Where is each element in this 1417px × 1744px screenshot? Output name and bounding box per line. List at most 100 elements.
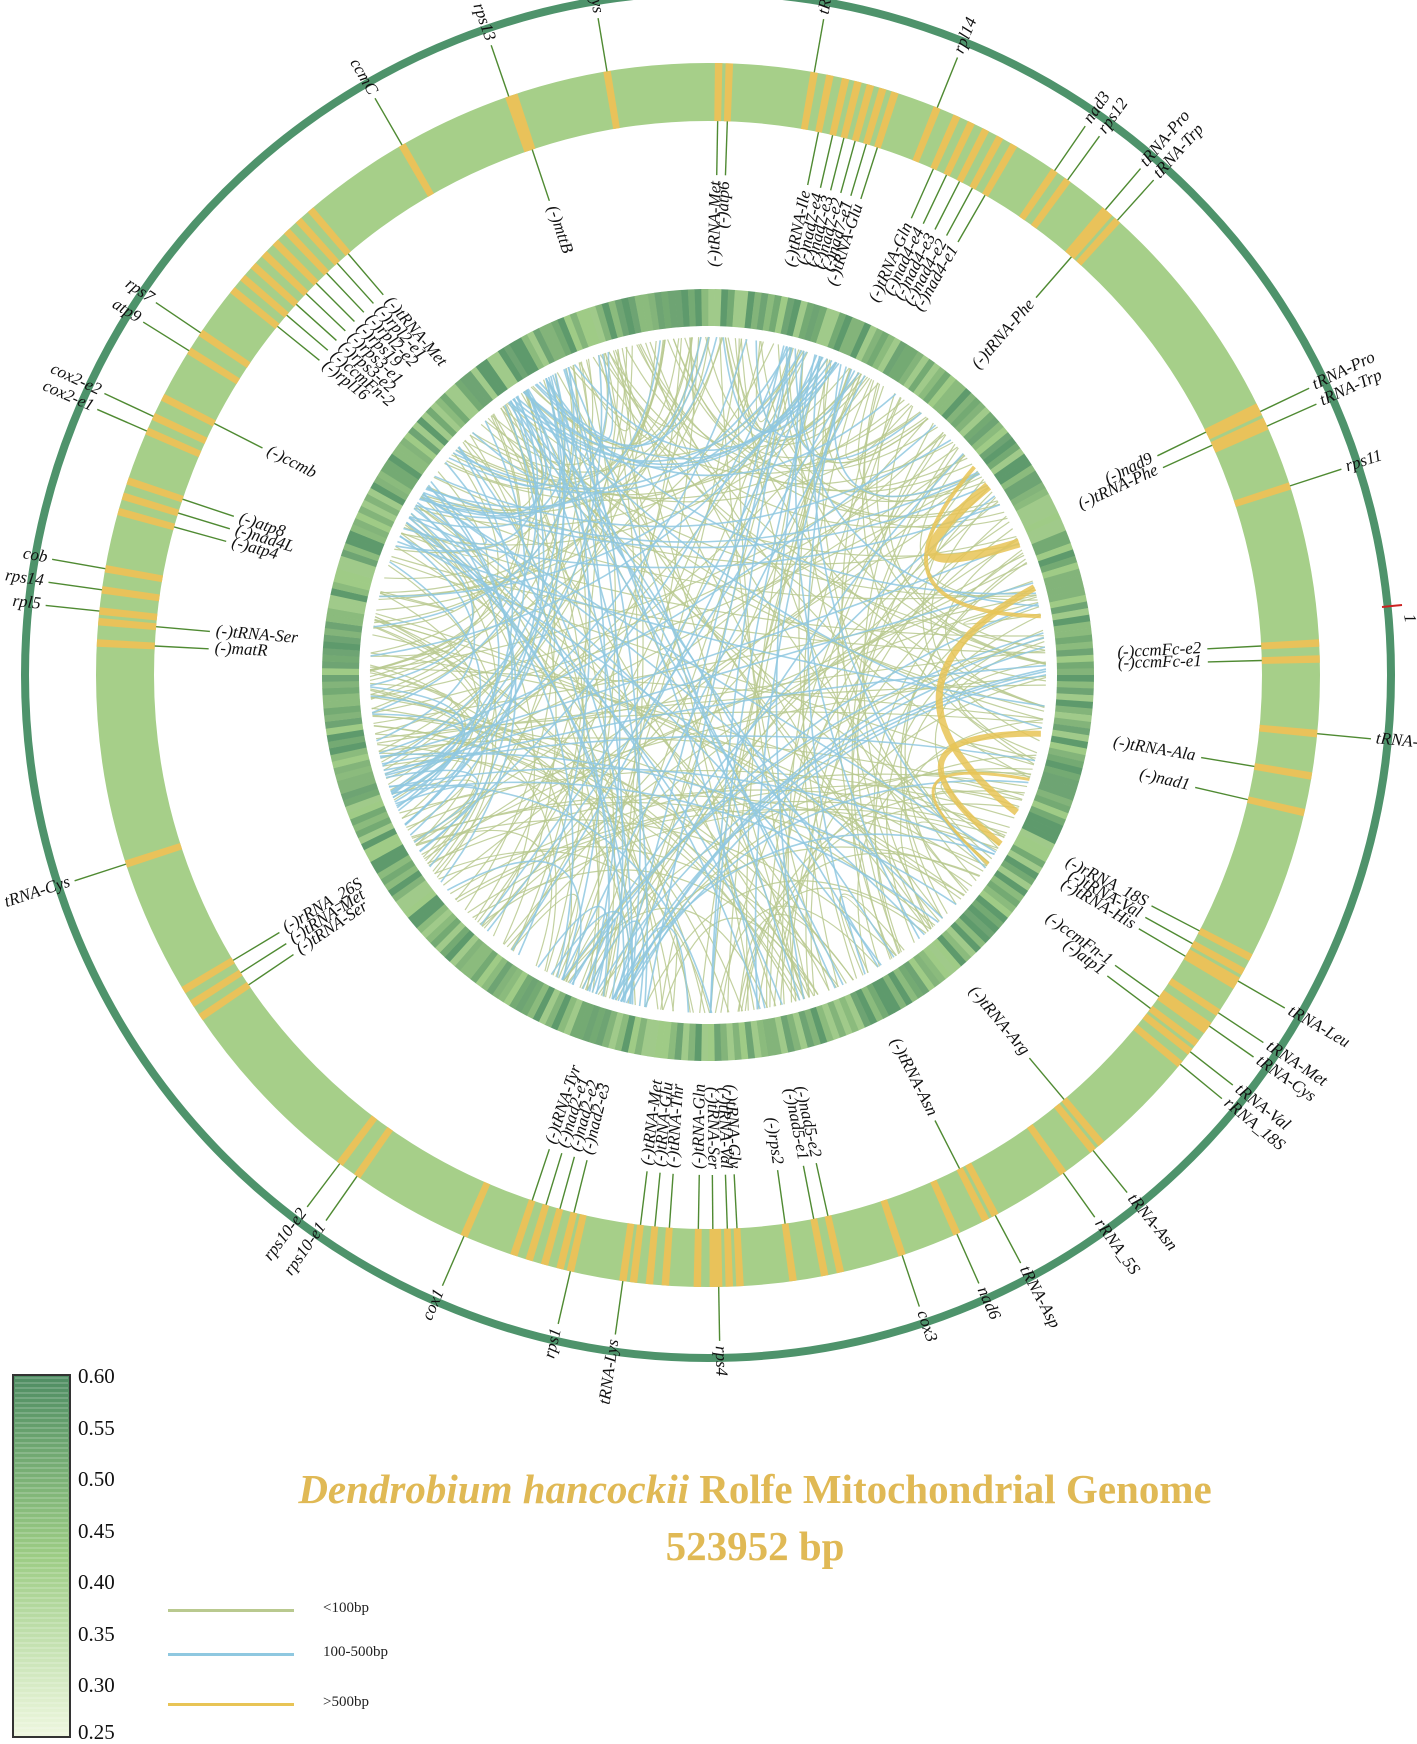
gene-leader-line <box>778 1170 786 1223</box>
gene-leader-line <box>1267 404 1316 426</box>
gene-leader-line <box>241 944 287 973</box>
gc-window <box>708 1024 715 1061</box>
gene-label: (-)mttB <box>544 203 578 256</box>
gene-leader-line <box>327 273 364 312</box>
genome-title: Dendrobium hancockii Rolfe Mitochondrial… <box>150 1465 1360 1513</box>
repeat-links <box>370 337 1046 1013</box>
gc-scale-label: 0.60 <box>78 1366 115 1387</box>
gene-label: (-)tRNA-Arg <box>965 982 1034 1059</box>
gene-leader-line <box>174 527 226 541</box>
gene-label: rps14 <box>4 565 45 589</box>
gene-mark <box>709 1229 717 1287</box>
gene-label: rpl5 <box>12 591 42 613</box>
gene-leader-line <box>1163 445 1212 467</box>
gc-window <box>1057 675 1094 682</box>
gene-leader-line <box>995 1215 1020 1263</box>
gene-leader-line <box>1068 136 1100 180</box>
gene-leader-line <box>1195 787 1248 799</box>
gene-leader-line <box>214 423 262 448</box>
gene-leader-line <box>1209 1026 1253 1057</box>
gene-leader-line <box>831 138 844 190</box>
gene-leader-line <box>306 294 345 331</box>
legend-item-long: >500bp <box>168 1694 428 1714</box>
gene-leader-line <box>1201 758 1254 767</box>
gene-label: rps4 <box>712 1346 732 1377</box>
gene-label: cob <box>22 543 49 566</box>
legend-swatch <box>168 1703 294 1706</box>
gene-leader-line <box>1207 646 1261 649</box>
legend-label: <100bp <box>323 1600 369 1617</box>
gene-leader-line <box>957 1234 979 1283</box>
gc-window <box>322 675 359 682</box>
gene-leader-line <box>97 409 147 431</box>
gene-leader-line <box>52 559 105 568</box>
gc-window <box>1057 662 1094 670</box>
gc-scale-label: 0.55 <box>78 1418 115 1439</box>
gc-scale-label: 0.30 <box>78 1675 115 1696</box>
gene-leader-line <box>937 57 957 107</box>
gene-leader-line <box>655 1173 660 1227</box>
gene-leader-line <box>307 1164 339 1207</box>
gene-leader-line <box>1036 257 1071 298</box>
gc-window <box>1057 668 1094 675</box>
gene-leader-line <box>1063 1173 1094 1217</box>
gene-leader-line <box>178 513 230 529</box>
gc-window <box>708 289 715 326</box>
gene-leader-line <box>669 1174 673 1228</box>
gene-label: (-)tRNA-Ala <box>1112 732 1197 764</box>
gene-leader-line <box>1208 660 1262 661</box>
genome-type: Rolfe Mitochondrial Genome <box>689 1466 1212 1512</box>
gene-leader-line <box>598 18 607 71</box>
gene-leader-line <box>1260 388 1309 411</box>
gene-leader-line <box>1180 1064 1222 1098</box>
gene-leader-line <box>156 627 210 632</box>
gene-leader-line <box>287 315 328 350</box>
gene-leader-line <box>725 1175 727 1229</box>
gene-leader-line <box>820 135 832 188</box>
gene-leader-line <box>337 263 373 303</box>
gene-leader-line <box>249 955 294 985</box>
genome-size: 523952 bp <box>150 1522 1360 1570</box>
gene-leader-line <box>1118 180 1154 220</box>
gene-leader-line <box>560 1157 574 1209</box>
gene-leader-line <box>1145 917 1192 943</box>
gene-leader-line <box>615 1281 623 1334</box>
gene-label: (-)rps2 <box>762 1116 787 1166</box>
repeat-link <box>932 486 1019 558</box>
gene-leader-line <box>803 1166 813 1219</box>
gene-leader-line <box>725 121 727 175</box>
gene-leader-line <box>233 933 279 961</box>
gene-label: (-)nad1 <box>1138 764 1192 794</box>
gc-window <box>695 289 703 326</box>
gc-window <box>701 1024 708 1061</box>
legend-swatch <box>168 1653 294 1656</box>
gene-mark <box>714 63 722 121</box>
gene-leader-line <box>1139 929 1186 956</box>
gene-leader-line <box>558 1271 570 1324</box>
gene-leader-line <box>935 181 960 229</box>
gene-leader-line <box>1152 906 1200 931</box>
gene-leader-line <box>816 1163 828 1216</box>
gene-leader-line <box>902 1255 919 1306</box>
gene-leader-line <box>717 121 718 175</box>
gene-leader-line <box>808 132 819 185</box>
origin-label: 1 <box>1400 612 1417 624</box>
gc-scale-label: 0.50 <box>78 1469 115 1490</box>
gene-leader-line <box>348 254 383 295</box>
gene-leader-line <box>1115 965 1159 996</box>
gene-leader-line <box>1107 976 1150 1008</box>
gene-leader-line <box>491 45 509 96</box>
gene-leader-line <box>75 864 126 881</box>
gc-window <box>322 681 359 689</box>
gene-leader-line <box>1290 469 1341 486</box>
legend-item-mid: 100-500bp <box>168 1644 428 1664</box>
gene-leader-line <box>935 1121 960 1169</box>
gene-leader-line <box>104 394 153 417</box>
gene-leader-line <box>958 195 985 242</box>
gc-window <box>322 668 359 675</box>
gene-mark <box>694 1229 702 1287</box>
gene-leader-line <box>296 304 336 340</box>
gene-label: (-)tRNA-Gln <box>688 1084 708 1169</box>
gene-leader-line <box>546 1153 562 1205</box>
gene-leader-line <box>532 1149 549 1200</box>
